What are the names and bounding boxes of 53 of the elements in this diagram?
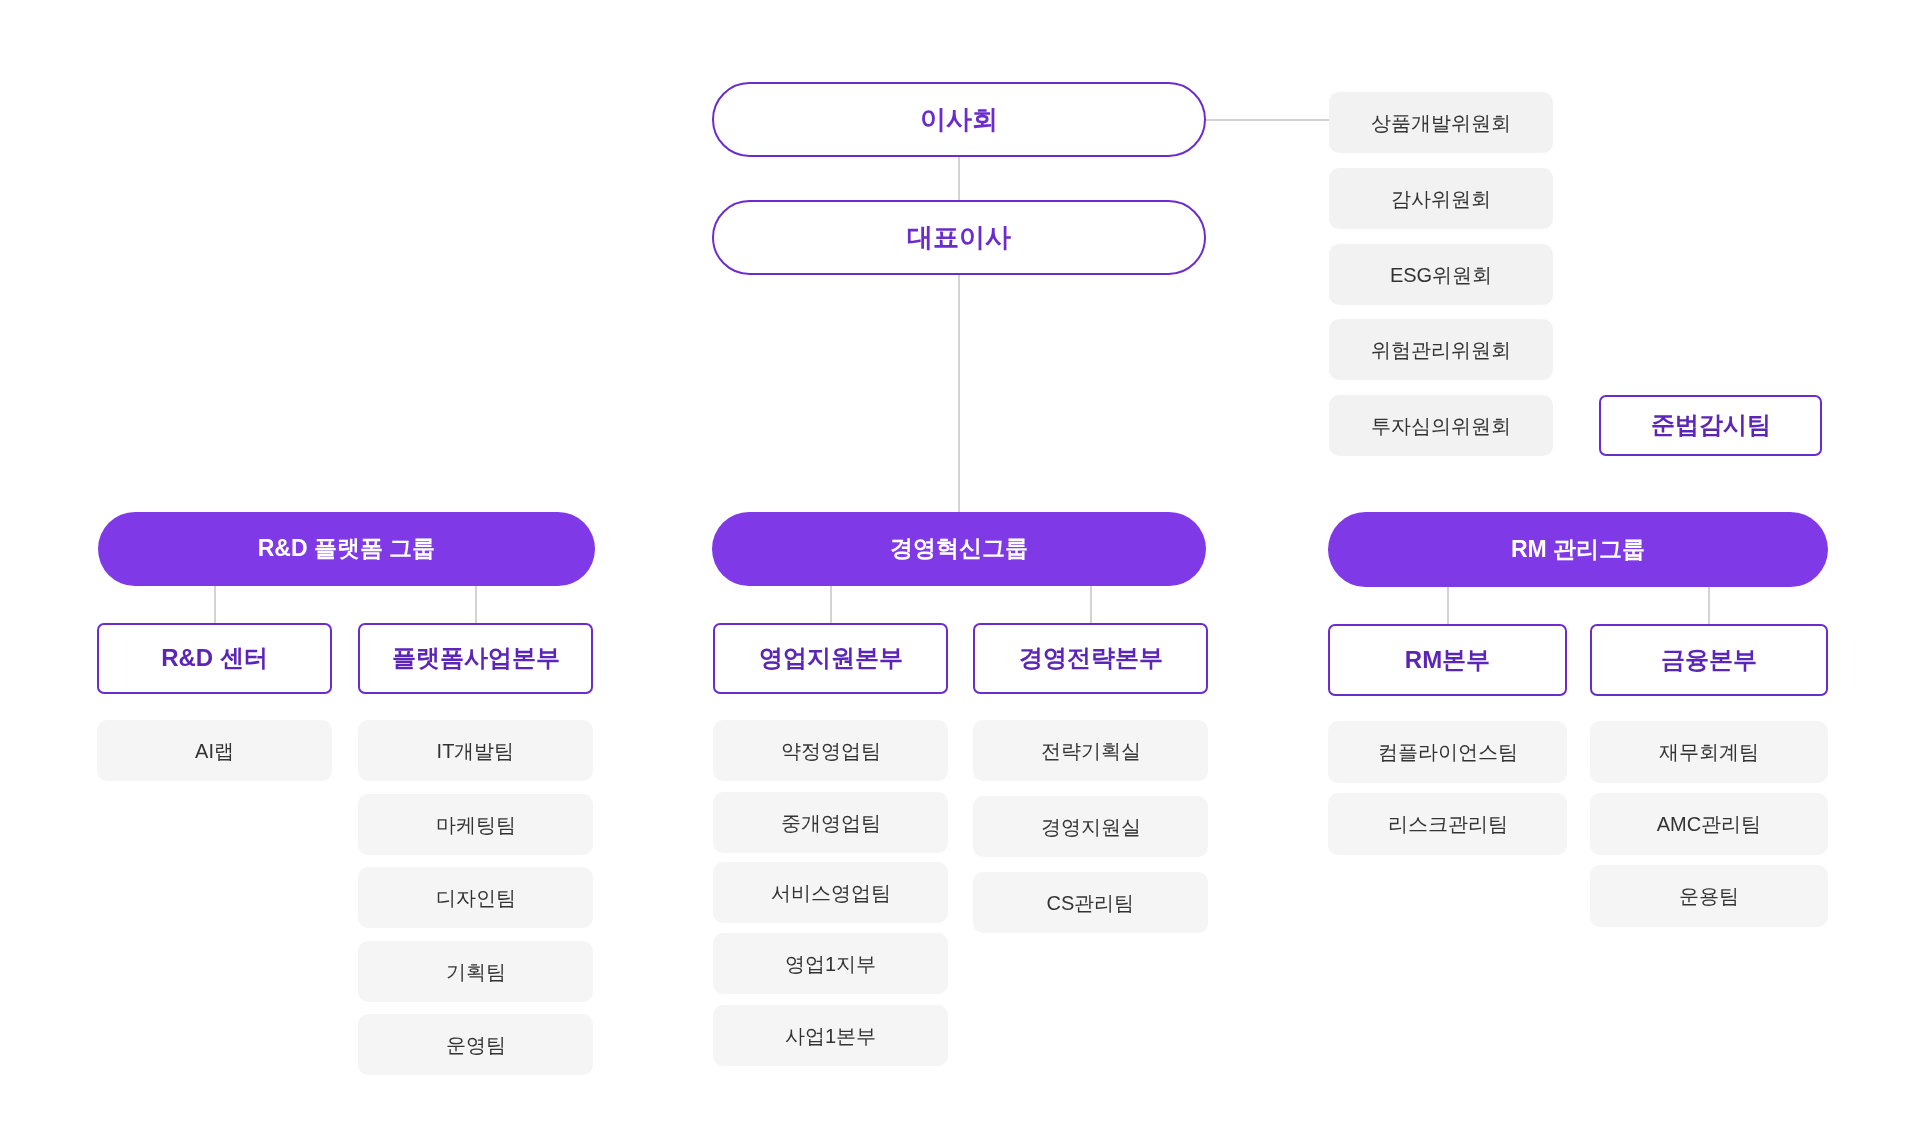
outlined-box	[1590, 624, 1828, 696]
division-name: RM본부	[1404, 645, 1491, 675]
committee-name: 투자심의위원회	[1371, 413, 1511, 438]
outlined-box	[358, 623, 593, 694]
connector-line	[1447, 586, 1449, 625]
division-name: R&D 센터	[161, 644, 268, 673]
outlined-box	[1328, 624, 1567, 696]
connector-line	[958, 274, 960, 513]
team-name: 사업1본부	[784, 1023, 877, 1048]
outlined-box	[1599, 395, 1822, 456]
executive-name: 대표이사	[907, 221, 1011, 254]
team-name: 약정영업팀	[780, 738, 881, 763]
team-name: 컴플라이언스팀	[1377, 740, 1518, 764]
group-name: RM 관리그룹	[1510, 535, 1646, 564]
division-name: 플랫폼사업본부	[391, 644, 560, 673]
division-name: 금융본부	[1661, 645, 1757, 675]
division-name: 경영전략본부	[1018, 644, 1163, 673]
connector-line	[214, 585, 216, 624]
executive-name: 이사회	[920, 103, 998, 136]
outlined-box	[713, 623, 948, 694]
connector-line	[1708, 586, 1710, 625]
team-name: 중개영업팀	[780, 810, 881, 835]
team-name: 전략기획실	[1040, 738, 1141, 763]
connector-line	[1090, 585, 1092, 624]
committee-name: 위험관리위원회	[1371, 337, 1511, 362]
team-name: 디자인팀	[435, 885, 516, 910]
team-name: 재무회계팀	[1659, 740, 1759, 764]
team-name: 마케팅팀	[435, 812, 516, 837]
team-name: AI랩	[195, 738, 234, 763]
committee-name: 상품개발위원회	[1371, 110, 1511, 135]
connector-line	[475, 585, 477, 624]
team-name: IT개발팀	[436, 738, 515, 763]
team-name: CS관리팀	[1046, 890, 1135, 915]
outlined-box	[973, 623, 1208, 694]
connector-line	[1205, 119, 1330, 121]
connector-line	[830, 585, 832, 624]
group-name: R&D 플랫폼 그룹	[257, 535, 436, 563]
team-name: AMC관리팀	[1656, 812, 1762, 836]
committee-box	[1329, 92, 1553, 153]
team-name: 운영팀	[445, 1032, 506, 1057]
group-name: 경영혁신그룹	[890, 535, 1028, 563]
committee-name: 감사위원회	[1391, 186, 1491, 211]
team-name: 운용팀	[1679, 884, 1739, 908]
committee-name: ESG위원회	[1389, 262, 1493, 287]
team-name: 기획팀	[445, 959, 506, 984]
team-name: 리스크관리팀	[1387, 812, 1508, 836]
team-name: 서비스영업팀	[770, 880, 891, 905]
division-name: 준법감시팀	[1650, 411, 1771, 440]
team-name: 경영지원실	[1040, 814, 1141, 839]
team-name: 영업1지부	[784, 951, 877, 976]
division-name: 영업지원본부	[758, 644, 903, 673]
connector-line	[958, 156, 960, 201]
outlined-box	[97, 623, 332, 694]
